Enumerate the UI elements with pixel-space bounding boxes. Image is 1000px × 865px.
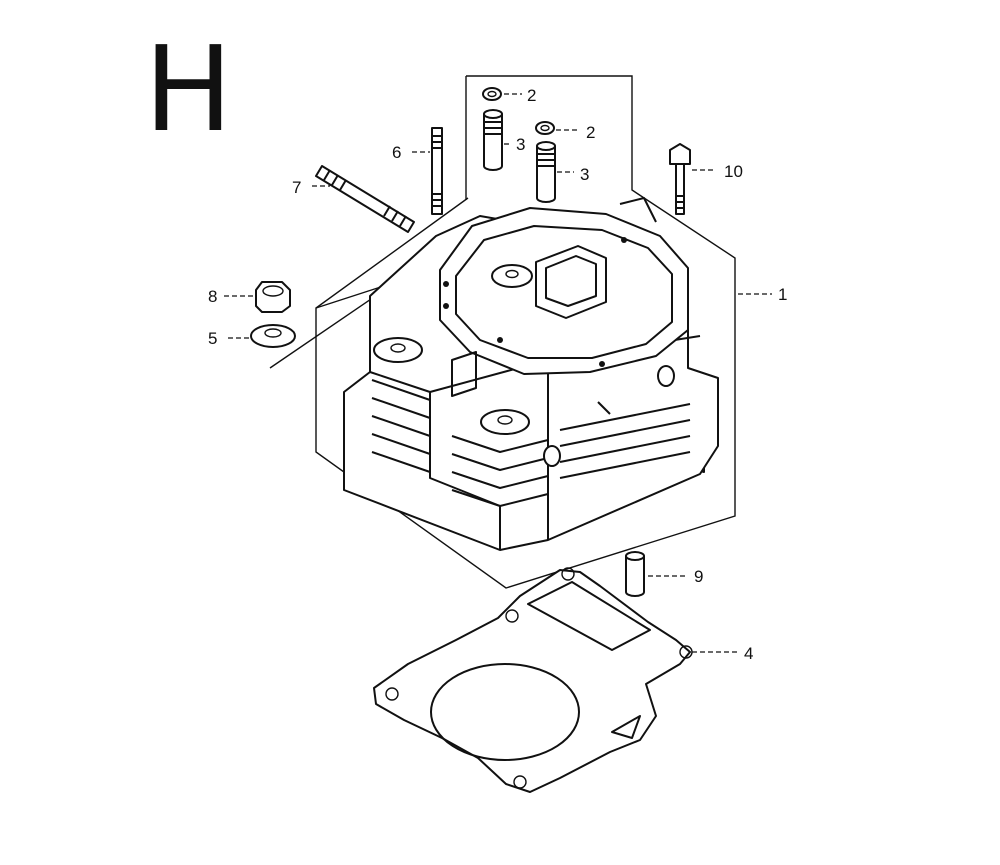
nut-part bbox=[255, 281, 291, 313]
valve-seal-part bbox=[482, 87, 555, 135]
callout-8: 8 bbox=[208, 287, 217, 306]
head-gasket-part bbox=[373, 567, 693, 793]
section-letter: H bbox=[144, 20, 233, 158]
callout-2-lower: 2 bbox=[586, 123, 595, 142]
callout-7: 7 bbox=[292, 178, 301, 197]
callout-10: 10 bbox=[724, 162, 743, 181]
callout-5: 5 bbox=[208, 329, 217, 348]
callout-2-upper: 2 bbox=[527, 86, 536, 105]
callout-3-upper: 3 bbox=[516, 135, 525, 154]
washer-part bbox=[250, 324, 296, 348]
flange-bolt-part bbox=[669, 143, 691, 215]
callout-1: 1 bbox=[778, 285, 787, 304]
callout-leaders bbox=[224, 93, 772, 653]
stud-bolt-part bbox=[431, 127, 443, 215]
callout-9: 9 bbox=[694, 567, 703, 586]
dowel-pin-part bbox=[625, 551, 645, 597]
callout-4: 4 bbox=[744, 644, 753, 663]
long-stud-part bbox=[315, 165, 415, 233]
valve-guide-part bbox=[483, 109, 556, 203]
callout-3-lower: 3 bbox=[580, 165, 589, 184]
callout-6: 6 bbox=[392, 143, 401, 162]
cylinder-head-part bbox=[343, 197, 719, 551]
callout-labels: 2 2 3 3 6 7 10 8 5 1 9 4 bbox=[208, 86, 787, 663]
